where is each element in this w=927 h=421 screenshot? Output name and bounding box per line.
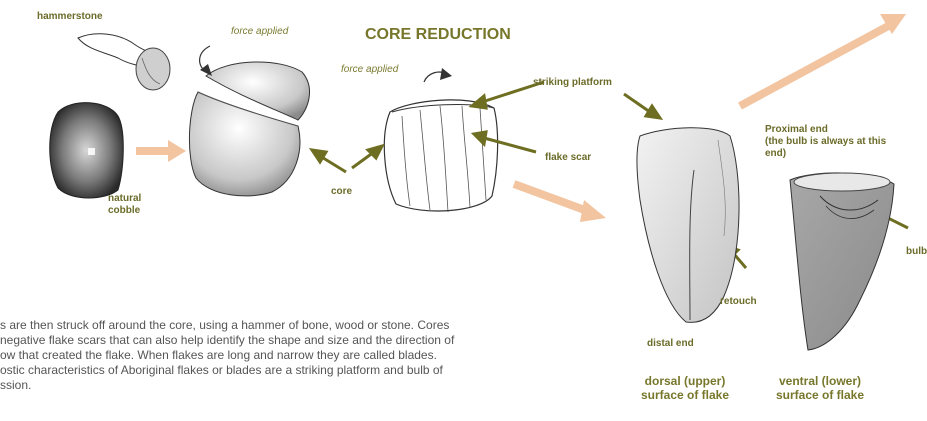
force-applied-label: force applied: [231, 26, 288, 38]
force-arrow-icon: [200, 46, 212, 76]
dorsal-caption: dorsal (upper) surface of flake: [630, 374, 740, 402]
bulb-note-label: (the bulb is always at this end): [765, 136, 905, 160]
paragraph-line: s are then struck off around the core, u…: [0, 318, 610, 333]
description-paragraph: s are then struck off around the core, u…: [0, 318, 610, 393]
dorsal-flake-icon: [637, 128, 739, 323]
page-title: CORE REDUCTION: [365, 26, 511, 44]
distal-end-label: distal end: [647, 338, 694, 350]
retouch-label: retouch: [720, 296, 757, 308]
hammerstone-label: hammerstone: [37, 11, 103, 23]
split-stone-icon: [189, 62, 309, 196]
process-arrow-1: [136, 140, 186, 162]
paragraph-line: ostic characteristics of Aboriginal flak…: [0, 363, 610, 378]
ventral-flake-icon: [790, 173, 894, 350]
natural-cobble-icon: [50, 103, 124, 198]
paragraph-line: ow that created the flake. When flakes a…: [0, 348, 610, 363]
core-label: core: [331, 186, 352, 198]
hammer-hand-icon: [78, 34, 170, 90]
force-applied-label-2: force applied: [341, 64, 398, 76]
flake-scar-label: flake scar: [545, 152, 591, 164]
process-arrow-3: [740, 14, 906, 106]
striking-platform-label: striking platform: [533, 77, 612, 89]
process-arrow-2: [514, 184, 606, 222]
paragraph-line: negative flake scars that can also help …: [0, 333, 610, 348]
natural-cobble-label: natural cobble: [108, 193, 156, 217]
paragraph-line: ssion.: [0, 378, 610, 393]
proximal-end-label: Proximal end: [765, 124, 828, 136]
core-icon: [384, 100, 497, 212]
ventral-caption: ventral (lower) surface of flake: [770, 374, 870, 402]
bulb-label: bulb: [906, 246, 927, 258]
force-arrow-icon-2: [424, 68, 452, 82]
